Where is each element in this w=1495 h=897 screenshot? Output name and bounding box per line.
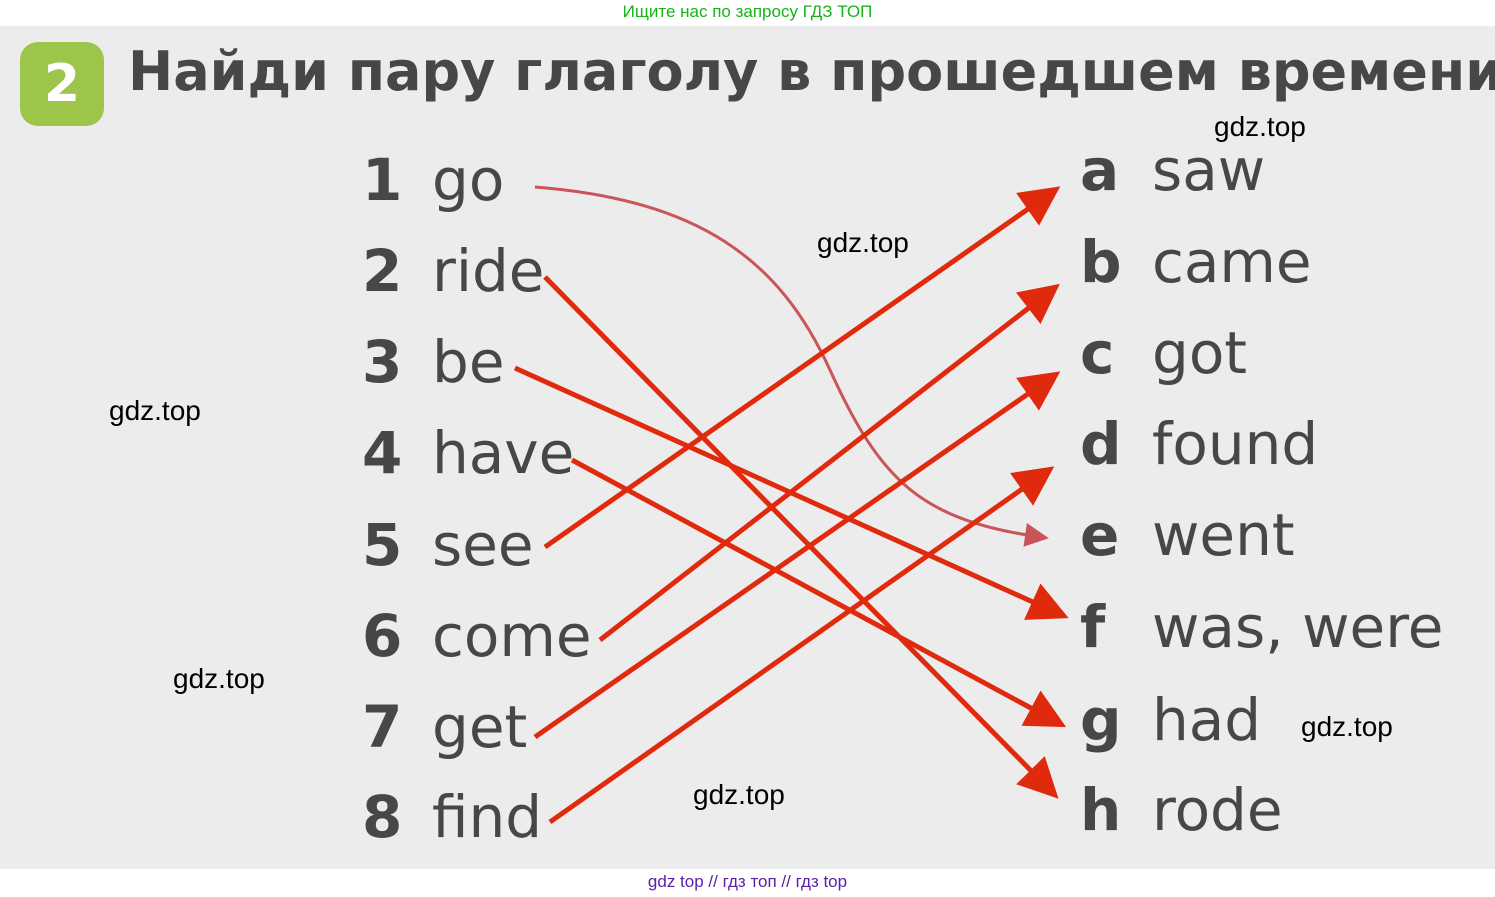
item-letter: a xyxy=(1080,136,1120,204)
answer-arrow-7-c xyxy=(533,371,1061,740)
item-letter: h xyxy=(1080,776,1122,844)
item-word: ride xyxy=(432,237,545,305)
item-letter: e xyxy=(1080,501,1120,569)
item-number: 4 xyxy=(362,419,403,487)
item-number: 7 xyxy=(362,693,403,761)
item-word: was, were xyxy=(1152,593,1444,661)
item-word: find xyxy=(432,783,543,851)
past-form-item: f was, were xyxy=(1080,593,1443,661)
answer-arrow-8-d xyxy=(548,466,1055,825)
item-word: be xyxy=(432,328,505,396)
present-verb-item: 2 ride xyxy=(362,237,544,305)
watermark: gdz.top xyxy=(1301,711,1393,742)
watermark: gdz.top xyxy=(109,395,201,426)
watermark: gdz.top xyxy=(817,227,909,258)
item-letter: b xyxy=(1080,228,1122,296)
item-word: saw xyxy=(1152,136,1266,204)
present-verb-item: 4 have xyxy=(362,419,574,487)
watermark: gdz.top xyxy=(173,663,265,694)
item-letter: c xyxy=(1080,319,1115,387)
answer-arrow-6-b xyxy=(598,283,1060,642)
item-letter: g xyxy=(1080,686,1122,754)
textbook-page: 2 Найди пару глаголу в прошедшем времени… xyxy=(0,26,1495,869)
present-verb-item: 1 go xyxy=(362,146,504,214)
present-verb-item: 7 get xyxy=(362,693,527,761)
answer-arrow-4-g xyxy=(570,457,1067,728)
item-word: came xyxy=(1152,228,1312,296)
exercise-title: Найди пару глаголу в прошедшем времени. xyxy=(128,40,1495,103)
answer-arrow-3-f xyxy=(513,365,1069,620)
answer-arrow-5-a xyxy=(543,186,1061,550)
item-letter: f xyxy=(1080,593,1106,661)
item-letter: d xyxy=(1080,410,1122,478)
exercise-number-badge: 2 xyxy=(20,42,104,126)
item-word: have xyxy=(432,419,575,487)
item-number: 6 xyxy=(362,602,403,670)
item-word: go xyxy=(432,146,505,214)
top-banner[interactable]: Ищите нас по запросу ГДЗ ТОП xyxy=(622,2,873,21)
present-verb-item: 5 see xyxy=(362,511,534,579)
item-word: rode xyxy=(1152,776,1283,844)
item-word: got xyxy=(1152,319,1248,387)
item-number: 5 xyxy=(362,511,403,579)
item-word: had xyxy=(1152,686,1262,754)
item-word: get xyxy=(432,693,528,761)
item-word: see xyxy=(432,511,534,579)
item-number: 3 xyxy=(362,328,403,396)
watermark: gdz.top xyxy=(693,779,785,810)
present-verb-item: 8 find xyxy=(362,783,542,851)
item-word: went xyxy=(1152,501,1295,569)
bottom-banner[interactable]: gdz top // гдз топ // гдз top xyxy=(647,872,848,891)
watermark: gdz.top xyxy=(1214,111,1306,142)
item-number: 1 xyxy=(362,146,403,214)
item-word: come xyxy=(432,602,592,670)
present-verb-item: 6 come xyxy=(362,602,592,670)
item-number: 8 xyxy=(362,783,403,851)
present-verb-item: 3 be xyxy=(362,328,505,396)
example-arrow-1-e xyxy=(534,185,1049,547)
item-word: found xyxy=(1152,410,1319,478)
answer-arrow-2-h xyxy=(543,275,1059,799)
item-number: 2 xyxy=(362,237,403,305)
